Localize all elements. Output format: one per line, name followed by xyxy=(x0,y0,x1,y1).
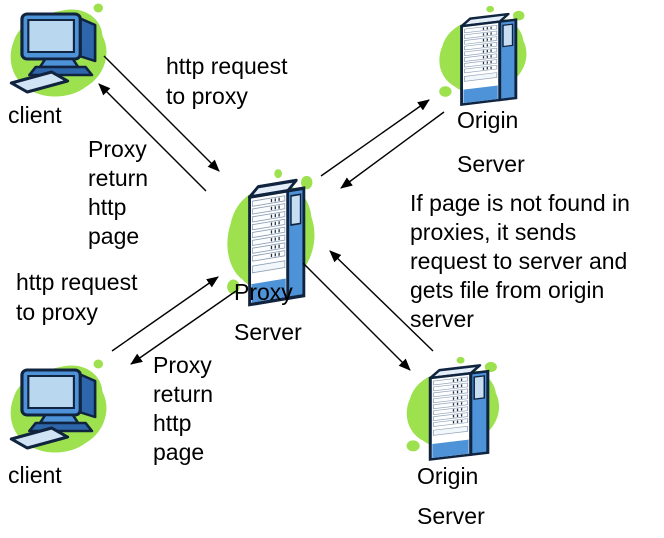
annotation-http-request-left: http request to proxy xyxy=(16,269,138,325)
origin-bottom-label: Origin Server xyxy=(417,463,485,530)
origin-top-label-line1: Origin xyxy=(457,107,519,133)
origin-top-label-line2: Server xyxy=(457,151,525,177)
proxy-label-line1: Proxy xyxy=(234,279,293,305)
computer-icon xyxy=(9,2,109,99)
origin-bottom-label-line1: Origin xyxy=(417,463,479,489)
arrow-origin-top-to-proxy xyxy=(340,111,445,189)
annotation-origin-note: If page is not found in proxies, it send… xyxy=(410,190,630,332)
proxy-label-line2: Server xyxy=(234,319,302,345)
origin-bottom-label-line2: Server xyxy=(417,503,485,529)
origin-top-label: Origin Server xyxy=(457,107,525,178)
annotation-proxy-return-left: Proxy return http page xyxy=(88,136,149,249)
arrow-proxy-to-origin-top xyxy=(320,99,430,177)
annotation-proxy-return-bottom: Proxy return http page xyxy=(153,352,214,465)
server-icon xyxy=(400,356,506,462)
server-icon xyxy=(433,5,533,107)
client-top-label: client xyxy=(8,102,62,128)
annotation-http-request-top: http request to proxy xyxy=(166,53,288,109)
computer-icon xyxy=(9,358,109,455)
proxy-label: Proxy Server xyxy=(234,279,302,346)
client-bottom-label: client xyxy=(8,462,62,488)
